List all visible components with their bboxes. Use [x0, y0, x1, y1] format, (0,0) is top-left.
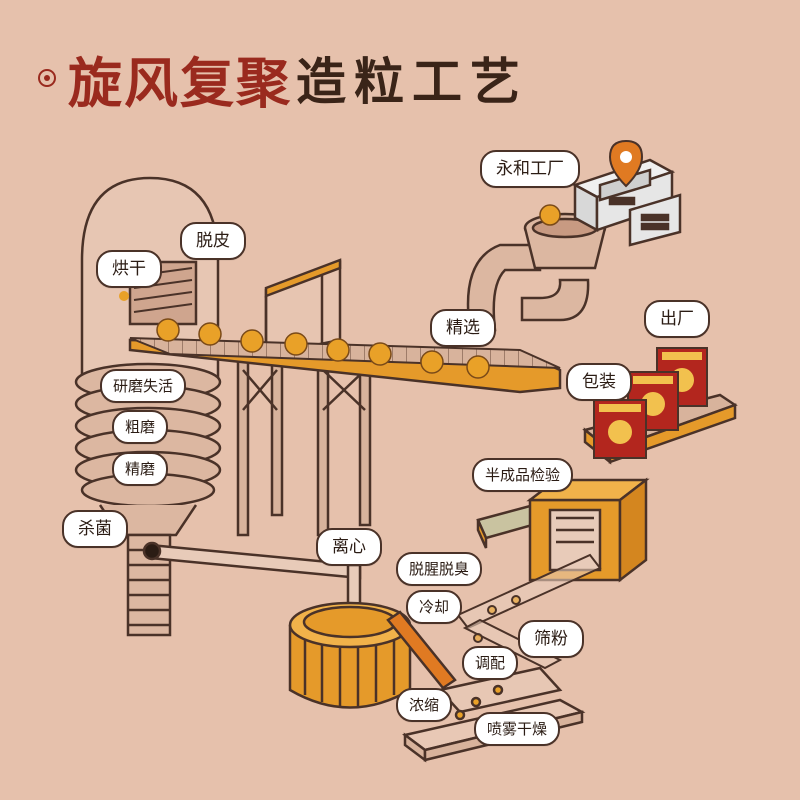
step-label-coarse-grind: 粗磨	[112, 410, 169, 444]
centrifuge-tank	[288, 601, 412, 709]
title-bullet-icon	[38, 69, 56, 87]
step-label-concentrate: 浓缩	[396, 688, 453, 722]
title-red-part: 旋风复聚	[68, 50, 292, 115]
location-pin-icon	[608, 139, 644, 188]
step-label-fine-grind: 精磨	[112, 452, 169, 486]
title-dark-part: 造粒工艺	[296, 52, 528, 111]
step-label-sterilize: 杀菌	[62, 510, 128, 548]
step-label-dehull: 脱皮	[180, 222, 246, 260]
step-label-pack: 包装	[566, 363, 632, 401]
step-label-dry: 烘干	[96, 250, 162, 288]
diagram-title: 旋风复聚 造粒工艺	[38, 38, 528, 118]
step-label-factory: 永和工厂	[480, 150, 580, 188]
step-label-exit: 出厂	[644, 300, 710, 338]
step-label-cool: 冷却	[406, 590, 463, 624]
cooling-chute	[386, 610, 457, 690]
step-label-select: 精选	[430, 309, 496, 347]
sifter-frame	[264, 258, 342, 357]
step-label-sieve: 筛粉	[518, 620, 584, 658]
step-label-blend: 调配	[462, 646, 519, 680]
step-label-centrifuge: 离心	[316, 528, 382, 566]
step-label-grind-deactivate: 研磨失活	[100, 369, 187, 403]
inspection-chute	[476, 477, 650, 583]
soybeans	[119, 204, 561, 379]
step-label-spray-dry: 喷雾干燥	[474, 712, 561, 746]
conveyor-supports	[236, 353, 372, 537]
transfer-tube	[142, 541, 362, 622]
step-label-deodorize: 脱腥脱臭	[396, 552, 483, 586]
step-label-semi-inspect: 半成品检验	[472, 458, 574, 492]
